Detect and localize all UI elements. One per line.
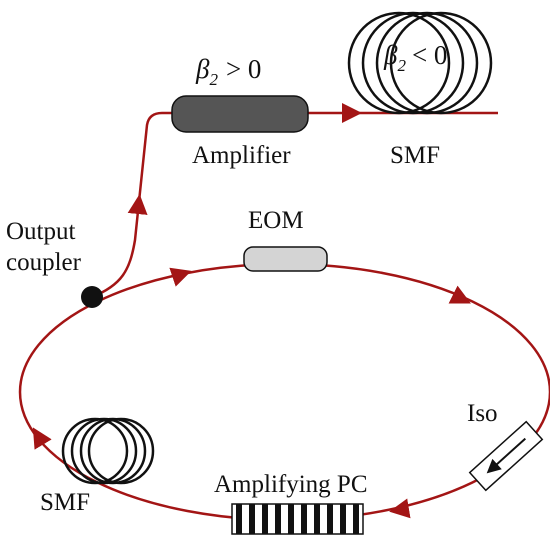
output-coupler-label-line1: Output — [6, 218, 76, 245]
amplifier — [171, 95, 309, 133]
amplifier-label: Amplifier — [192, 142, 291, 169]
smf-coil-bottom — [61, 417, 155, 485]
smf-coil-top — [347, 11, 493, 115]
output-fiber — [91, 111, 498, 299]
smf-bottom-label: SMF — [40, 489, 90, 516]
iso-label: Iso — [467, 400, 498, 427]
isolator — [468, 420, 544, 492]
eom — [243, 246, 328, 272]
beta-positive-label: β2> 0 — [195, 54, 261, 89]
smf-top-label: SMF — [390, 142, 440, 169]
ring-arrow-left — [32, 427, 52, 450]
amplifying-pc — [231, 503, 364, 535]
amplifying-pc-label: Amplifying PC — [214, 471, 368, 498]
ring-arrow-top-left — [169, 267, 192, 287]
output-coupler — [81, 286, 103, 308]
output-coupler-label-line2: coupler — [6, 249, 82, 276]
eom-label: EOM — [248, 207, 304, 234]
ring-arrow-top-right — [448, 285, 471, 304]
ring-arrow-bottom — [389, 498, 411, 519]
output-arrow-up — [127, 194, 148, 215]
beta-negative-label: β2< 0 — [383, 40, 447, 75]
